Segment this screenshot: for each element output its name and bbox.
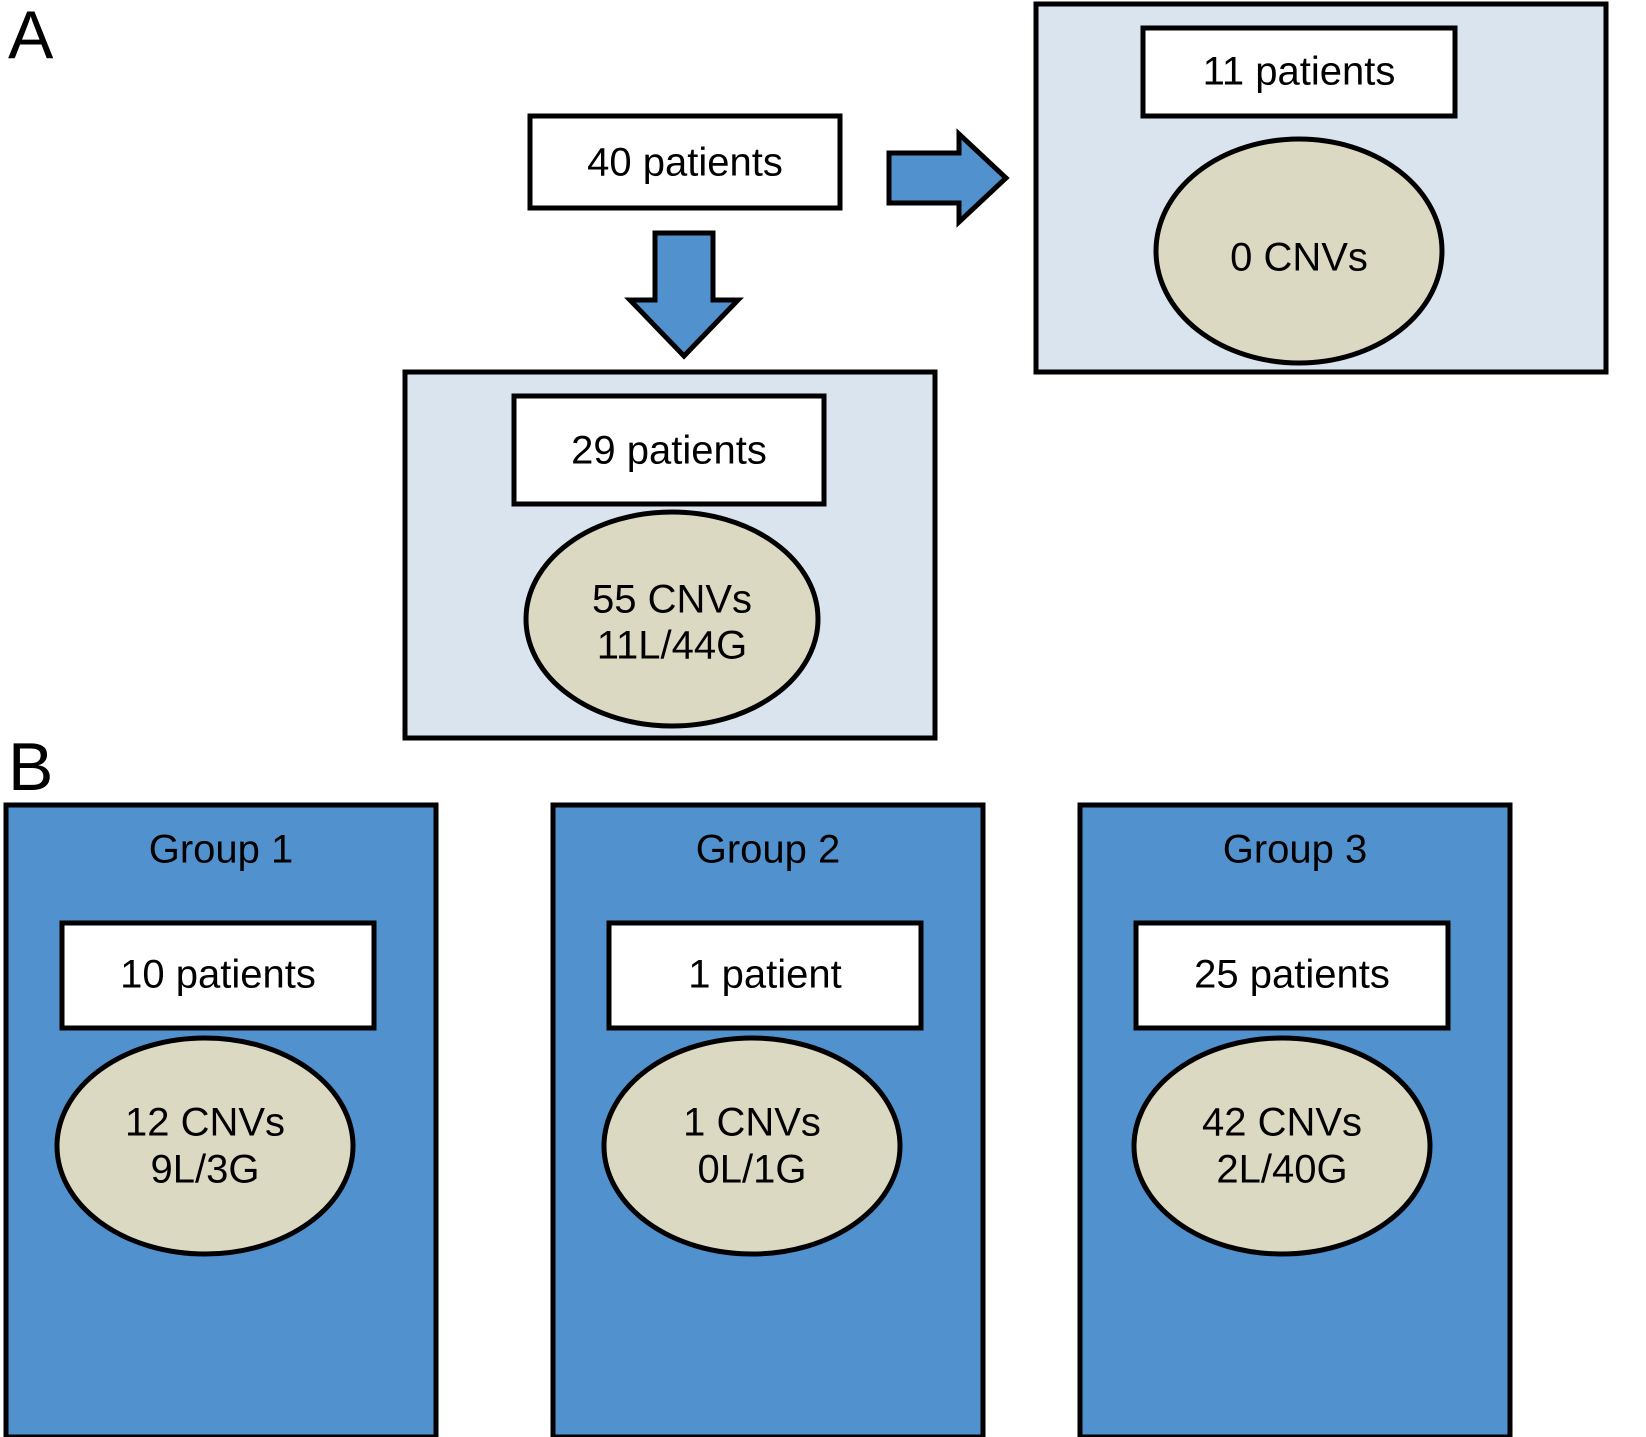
- panel-a-with-cnvs-patients-label: 29 patients: [571, 429, 767, 473]
- panel-letter-a: A: [8, 0, 54, 73]
- panel-b-group-3-cnv-line2: 2L/40G: [1216, 1148, 1347, 1192]
- panel-a-no-cnvs-patients-box: [1140, 25, 1458, 119]
- panel-b-group-3-patients-box: [1133, 920, 1451, 1031]
- panel-a-with-cnvs-ellipse: [523, 509, 821, 729]
- panel-a-no-cnvs-cnv-label: 0 CNVs: [1230, 236, 1368, 280]
- panel-a-no-cnvs-patients-label: 11 patients: [1203, 50, 1396, 94]
- panel-b-group-3-cnv-line1: 42 CNVs: [1202, 1101, 1362, 1145]
- panel-b-group-1-title: Group 1: [149, 828, 294, 872]
- panel-b-group-3-title: Group 3: [1223, 828, 1368, 872]
- panel-b-group-2-cnv-line1: 1 CNVs: [683, 1101, 821, 1145]
- panel-a-with-cnvs-cnv-line1: 55 CNVs: [592, 578, 752, 622]
- panel-b-group-2-patients-box: [606, 920, 924, 1031]
- panel-b-group-2-cnv-line2: 0L/1G: [698, 1148, 807, 1192]
- panel-a-with-cnvs-cnv-line2: 11L/44G: [597, 624, 748, 668]
- panel-a-with-cnvs-patients-box: [511, 393, 827, 507]
- panel-b-group-1-cnv-line1: 12 CNVs: [125, 1101, 285, 1145]
- arrow-right-icon: [886, 128, 1010, 228]
- panel-b-group-1-cnv-line2: 9L/3G: [151, 1148, 260, 1192]
- panel-b-group-1-patients-box: [59, 920, 377, 1031]
- panel-a-no-cnvs-ellipse: [1153, 136, 1445, 366]
- panel-b-group-1-ellipse: [54, 1035, 356, 1257]
- panel-b-group-3-ellipse: [1131, 1035, 1433, 1257]
- panel-b-group-2-title: Group 2: [696, 828, 841, 872]
- panel-b-group-1-patients-label: 10 patients: [120, 953, 316, 997]
- arrow-down-icon: [624, 230, 744, 360]
- panel-b-group-2-patients-label: 1 patient: [688, 953, 841, 997]
- panel-b-group-3-patients-label: 25 patients: [1194, 953, 1390, 997]
- panel-a-source-box: [527, 113, 843, 211]
- panel-letter-b: B: [8, 729, 53, 805]
- panel-b-group-2-ellipse: [601, 1035, 903, 1257]
- panel-a-source-label: 40 patients: [587, 141, 783, 185]
